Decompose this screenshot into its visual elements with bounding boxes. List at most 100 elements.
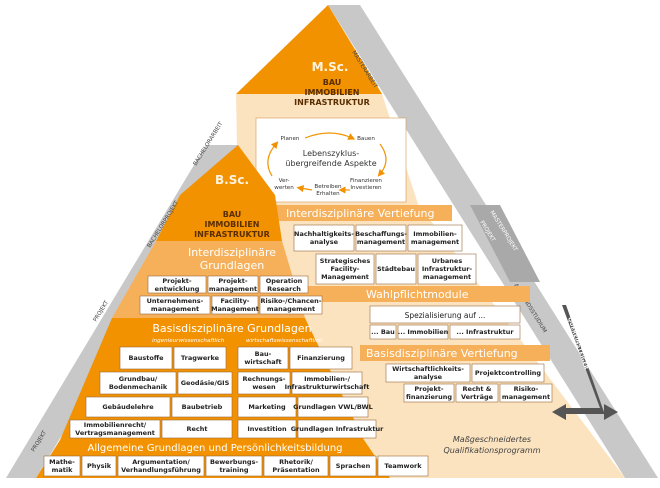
item-projektfinanzierung-l1: Projekt- bbox=[414, 385, 444, 393]
item-urbanes-l2: Infrastruktur- bbox=[422, 265, 473, 273]
msc-subtitle-2: IMMOBILIEN bbox=[304, 88, 359, 97]
item-projektmanagement bbox=[207, 275, 259, 294]
bsc-interdisziplinaer-items: Projekt- entwicklung Projekt- management… bbox=[139, 275, 323, 315]
lifecycle-box bbox=[255, 117, 407, 203]
item-baustoffe-l1: Baustoffe bbox=[128, 354, 164, 362]
masterprojekt-band bbox=[470, 205, 540, 282]
bsc-basis-sub-left: ingenieurwissenschaftlich bbox=[152, 338, 225, 344]
item-gebaeudelehre bbox=[85, 396, 171, 418]
msc-interdisziplinaer-items: Nachhaltigkeits- analyse Beschaffungs- m… bbox=[293, 224, 477, 285]
wahlpflicht-immobilien bbox=[397, 324, 449, 340]
item-grundbau bbox=[99, 371, 177, 395]
bsc-interdisziplinaer-header-1: Interdisziplinäre bbox=[188, 246, 276, 259]
item-projektentwicklung-l2: entwicklung bbox=[155, 285, 200, 293]
cycle-arrow-top bbox=[304, 132, 356, 140]
bsc-basis-sub-right: wirtschaftswissenschaftlich bbox=[246, 338, 323, 344]
item-beschaffungsmanagement bbox=[355, 224, 407, 252]
item-rechnungswesen bbox=[237, 371, 291, 395]
wahlpflicht-immobilien-label: ... Immobilien bbox=[398, 328, 449, 336]
item-projektmanagement-l1: Projekt- bbox=[218, 277, 248, 285]
item-sprachen-l1: Sprachen bbox=[336, 462, 371, 470]
bsc-basis-items: Baustoffe Tragwerke Grundbau/ Bodenmecha… bbox=[69, 346, 384, 439]
item-bauwirtschaft-l1: Bau- bbox=[255, 350, 272, 358]
item-geodaesie bbox=[177, 371, 233, 395]
bsc-allgemein-header: Allgemeine Grundlagen und Persönlichkeit… bbox=[87, 443, 342, 454]
item-sprachen bbox=[329, 455, 377, 477]
bsc-subtitle-3: INFRASTRUKTUR bbox=[194, 230, 270, 239]
item-grundlagen-vwl-bwl-l1: Grundlagen VWL/BWL bbox=[293, 403, 373, 411]
item-recht-l1: Recht bbox=[186, 425, 207, 433]
item-rhetorik-l1: Rhetorik/ bbox=[279, 458, 313, 466]
item-gebaeudelehre-l1: Gebäudelehre bbox=[102, 403, 154, 411]
msc-title: M.Sc. bbox=[312, 60, 349, 74]
item-tragwerke-l1: Tragwerke bbox=[181, 354, 220, 362]
item-urbanes-infrastrukturmanagement bbox=[417, 253, 477, 285]
item-grundbau-l2: Bodenmechanik bbox=[109, 383, 168, 391]
cycle-finanzieren-2: Investieren bbox=[350, 185, 382, 191]
item-facility-management-l2: Management bbox=[211, 305, 259, 313]
item-immobilienmanagement-l2: management bbox=[411, 238, 459, 246]
bsc-subtitle-band bbox=[156, 195, 282, 241]
item-rhetorik-l2: Präsentation bbox=[272, 466, 320, 474]
wahlpflicht-infrastruktur bbox=[449, 324, 521, 340]
msc-subtitle-3: INFRASTRUKTUR bbox=[294, 98, 370, 107]
wahlpflicht-spec: Spezialisierung auf ... bbox=[405, 311, 486, 320]
item-baubetrieb bbox=[171, 396, 233, 418]
item-geodaesie-l1: Geodäsie/GIS bbox=[181, 379, 230, 387]
item-unternehmensmanagement bbox=[139, 295, 211, 315]
item-bewerbungstraining bbox=[205, 455, 263, 477]
cycle-planen: Planen bbox=[281, 136, 300, 142]
item-nachhaltigkeitsanalyse-l1: Nachhaltigkeits- bbox=[294, 230, 354, 238]
cycle-arrow-left bbox=[267, 141, 279, 177]
item-grundlagen-infrastruktur-l1: Grundlagen Infrastruktur bbox=[291, 425, 384, 433]
item-wirtschaftlichkeitsanalyse bbox=[385, 363, 471, 383]
item-tragwerke bbox=[173, 346, 227, 370]
item-facility-management-l1: Facility- bbox=[220, 297, 249, 305]
item-operation-research-l2: Research bbox=[267, 285, 301, 293]
item-marketing bbox=[237, 396, 297, 418]
item-grundbau-l1: Grundbau/ bbox=[119, 375, 158, 383]
item-bauwirtschaft bbox=[237, 346, 289, 370]
item-teamwork bbox=[377, 455, 429, 477]
item-recht-vertraege bbox=[455, 383, 499, 403]
item-wirtschaftlichkeit-l1: Wirtschaftlichkeits- bbox=[392, 365, 464, 373]
msc-subtitle-1: BAU bbox=[323, 78, 342, 87]
item-unternehmensmanagement-l1: Unternehmens- bbox=[147, 297, 204, 305]
wahlpflicht-spec-box bbox=[369, 305, 521, 324]
item-operation-research bbox=[259, 275, 309, 294]
item-projektentwicklung-l1: Projekt- bbox=[162, 277, 192, 285]
item-immobilienmanagement bbox=[407, 224, 463, 252]
wahlpflicht-header: Wahlpflichtmodule bbox=[366, 288, 469, 301]
item-teamwork-l1: Teamwork bbox=[384, 462, 422, 470]
item-strategisches-fm-l1: Strategisches bbox=[320, 257, 371, 265]
item-investition bbox=[237, 419, 297, 439]
wahlpflicht-infrastruktur-label: ... Infrastruktur bbox=[456, 328, 514, 336]
bsc-subtitle-2: IMMOBILIEN bbox=[204, 220, 259, 229]
msc-interdisziplinaer-header: Interdisziplinäre Vertiefung bbox=[286, 207, 434, 220]
item-wirtschaftlichkeit-l2: analyse bbox=[414, 373, 443, 381]
item-urbanes-l3: management bbox=[423, 273, 471, 281]
item-risiko-chancen-l2: management bbox=[267, 305, 315, 313]
custom-program-2: Qualifikationsprogramm bbox=[443, 446, 540, 455]
bsc-interdisziplinaer-header-2: Grundlagen bbox=[200, 259, 265, 272]
item-facility-management bbox=[211, 295, 259, 315]
item-strategisches-fm-l3: Management bbox=[321, 273, 369, 281]
item-rechnungswesen-l1: Rechnungs- bbox=[243, 375, 286, 383]
msc-basis-items: Wirtschaftlichkeits- analyse Projektcont… bbox=[385, 363, 553, 403]
item-physik-l1: Physik bbox=[87, 462, 112, 470]
item-staedtebau-l1: Städtebau bbox=[377, 265, 415, 273]
item-rechnungswesen-l2: wesen bbox=[252, 383, 276, 391]
item-immobilien-infrastrukturwirtschaft bbox=[291, 371, 363, 395]
item-projektcontrolling bbox=[471, 363, 545, 383]
item-baubetrieb-l1: Baubetrieb bbox=[182, 403, 223, 411]
item-strategisches-fm bbox=[315, 253, 375, 285]
item-operation-research-l1: Operation bbox=[266, 277, 303, 285]
item-marketing-l1: Marketing bbox=[248, 403, 286, 411]
item-risikomanagement-l2: management bbox=[502, 393, 550, 401]
item-risikomanagement bbox=[499, 383, 553, 403]
item-projektentwicklung bbox=[147, 275, 207, 294]
cycle-arrow-bottom-left bbox=[296, 185, 313, 193]
item-immobilienmanagement-l1: Immobilien- bbox=[413, 230, 457, 238]
item-immobilienrecht bbox=[69, 419, 161, 439]
